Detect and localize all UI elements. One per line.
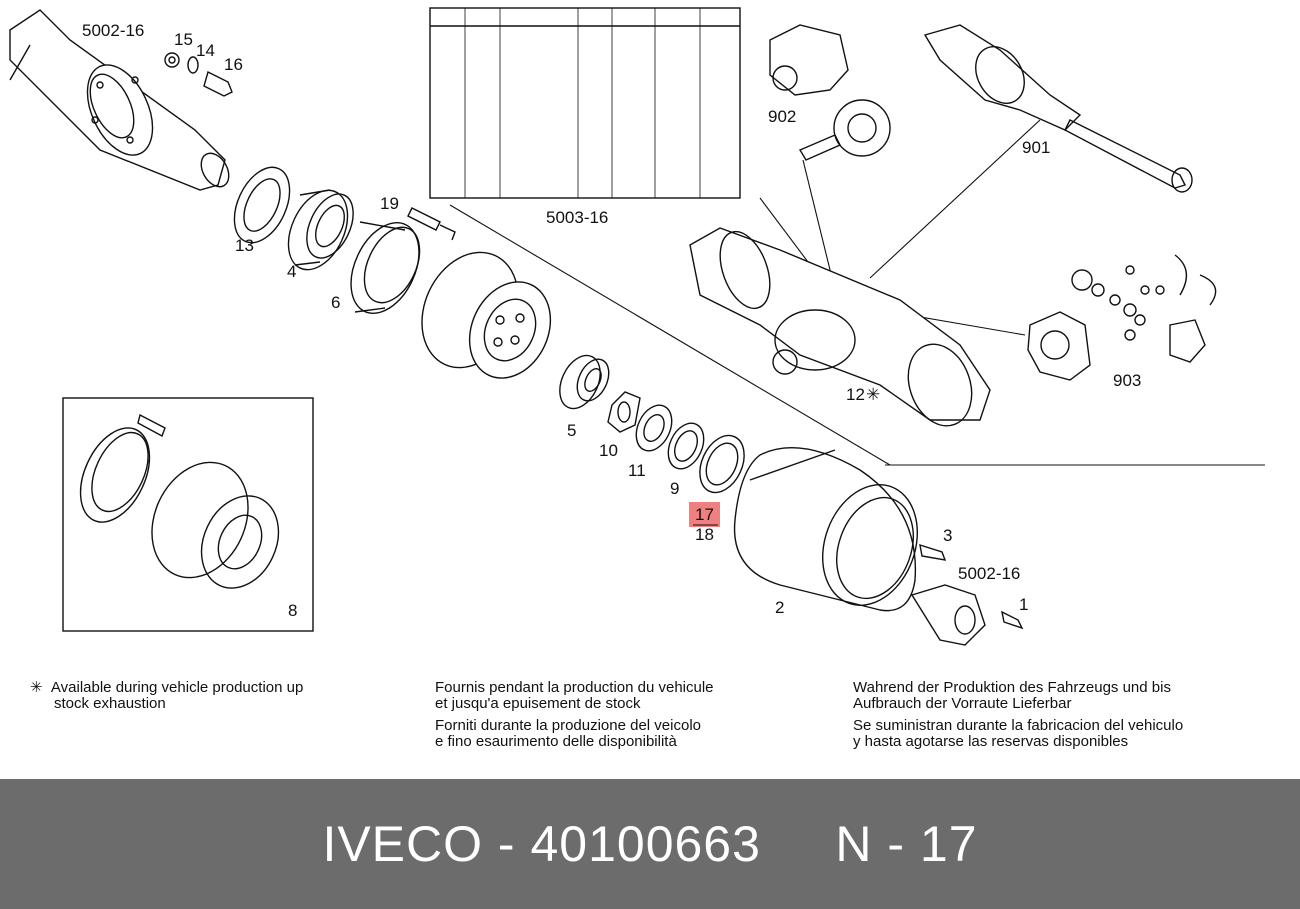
note-it-line2: e fino esaurimento delle disponibilità: [435, 733, 677, 750]
note-en-line2: stock exhaustion: [54, 695, 166, 712]
callout-1: 1: [1019, 595, 1028, 614]
note-es-line2: y hasta agotarse las reservas disponible…: [853, 733, 1129, 750]
footer-bar: IVECO - 40100663 N - 17: [0, 779, 1300, 909]
seal-13-drawing: [233, 166, 291, 244]
callout-902: 902: [768, 107, 796, 126]
nut-washer-bolt-drawing: [164, 52, 233, 97]
callout-8: 8: [288, 601, 297, 620]
brake-drum-2-drawing: [733, 447, 919, 612]
callout-5002-16-bottom: 5002-16: [958, 564, 1020, 583]
callout-2: 2: [775, 598, 784, 617]
note-german-spanish: Wahrend der Produktion des Fahrzeugs und…: [853, 680, 1183, 750]
asterisk-symbol: ✳: [30, 679, 43, 696]
reference-table-5003-16: [429, 7, 741, 199]
seal-17-18-drawing: [699, 434, 745, 494]
axle-housing-901-drawing: [923, 24, 1193, 193]
callout-15: 15: [174, 30, 193, 49]
callout-10: 10: [599, 441, 618, 460]
ring-6-drawing: [350, 221, 421, 315]
wheel-hub-drawing: [421, 251, 552, 379]
callout-903: 903: [1113, 371, 1141, 390]
differential-parts-903-drawing: [1027, 254, 1217, 381]
callout-16: 16: [224, 55, 243, 74]
callout-18: 18: [695, 525, 714, 544]
axle-shaft-drawing: [9, 9, 230, 191]
washer-10-drawing: [607, 391, 641, 433]
callout-17: 17: [695, 505, 714, 524]
callout-5: 5: [567, 421, 576, 440]
callout-19: 19: [380, 194, 399, 213]
callout-6: 6: [331, 293, 340, 312]
bolt-1-drawing: [1001, 610, 1024, 630]
note-de-line2: Aufbrauch der Vorraute Lieferbar: [853, 695, 1072, 712]
callout-5003-16: 5003-16: [546, 208, 608, 227]
callout-9: 9: [670, 479, 679, 498]
axle-assembly-12-drawing: [689, 227, 991, 427]
note-es-line1: Se suministran durante la fabricacion de…: [853, 717, 1184, 734]
note-it-line1: Forniti durante la produzione del veicol…: [435, 717, 701, 734]
inset-variant-8: [62, 397, 314, 632]
differential-902-drawing: [769, 24, 891, 161]
highlight-17: [689, 502, 720, 527]
note-french-italian: Fournis pendant la production du vehicul…: [435, 680, 714, 750]
note-de-line1: Wahrend der Produktion des Fahrzeugs und…: [853, 679, 1171, 696]
note-english: ✳ Available during vehicle production up…: [30, 680, 303, 712]
bearing-4-drawing: [287, 189, 354, 271]
callout-3: 3: [943, 526, 952, 545]
part-number-title: IVECO - 40100663 N - 17: [322, 816, 978, 872]
note-fr-line2: et jusqu'a epuisement de stock: [435, 695, 641, 712]
ring-9-drawing: [667, 422, 705, 470]
callout-901: 901: [1022, 138, 1050, 157]
bearing-5-drawing: [559, 354, 610, 410]
callout-12-asterisk: ✳: [866, 385, 880, 404]
axle-shaft-flange-drawing: [910, 584, 986, 646]
callout-5002-16-top: 5002-16: [82, 21, 144, 40]
note-en-line1: Available during vehicle production up: [50, 679, 304, 696]
bolt-3-drawing: [919, 543, 947, 561]
exploded-parts-diagram: 5002-16 15 14 16 13 4 19 6 5003-16 902 9…: [9, 7, 1265, 646]
nut-11-drawing: [635, 404, 673, 452]
callout-14: 14: [196, 41, 215, 60]
callout-4: 4: [287, 262, 296, 281]
stud-19-drawing: [407, 207, 456, 241]
callout-11: 11: [628, 461, 646, 480]
note-fr-line1: Fournis pendant la production du vehicul…: [435, 679, 714, 696]
callout-13: 13: [235, 236, 254, 255]
callout-12: 12: [846, 385, 865, 404]
leader-lines: [449, 119, 1265, 466]
